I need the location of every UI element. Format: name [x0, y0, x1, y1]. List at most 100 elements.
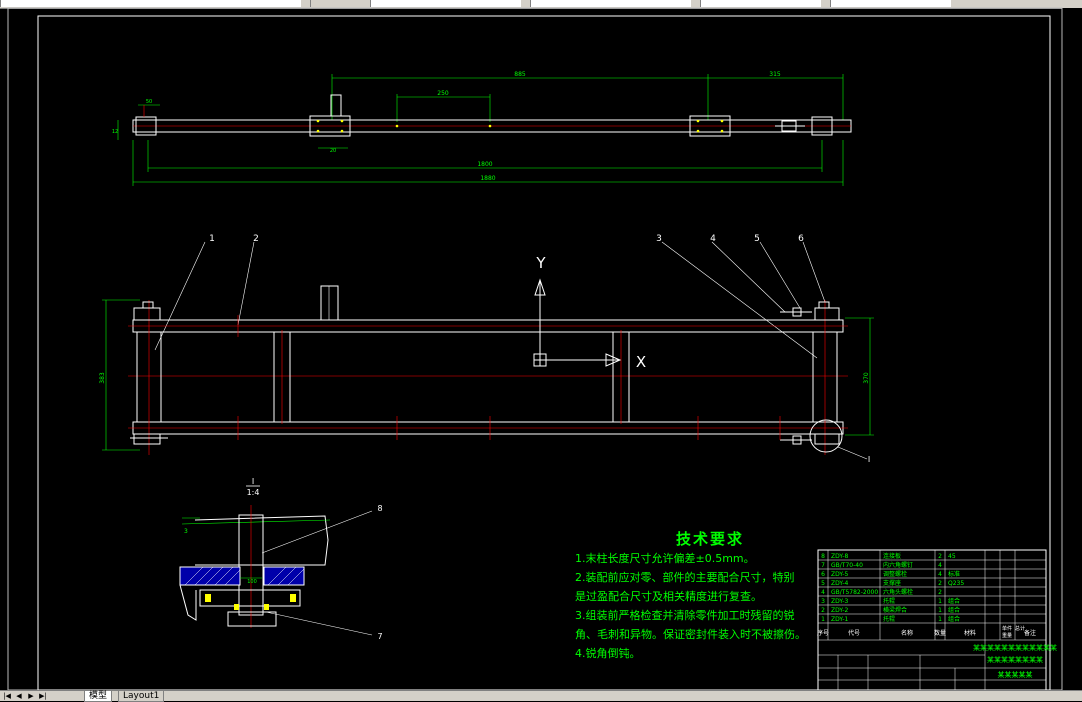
toolbar-combo-color[interactable]	[370, 0, 521, 7]
bom-header-no: 序号	[817, 629, 829, 637]
bom-cell-no: 6	[821, 571, 825, 578]
bom-cell-no: 4	[821, 589, 825, 596]
tech-line-2: 2.装配前应对零、部件的主要配合尺寸，特别	[575, 571, 795, 584]
balloon-2: 2	[253, 234, 259, 244]
dim-885: 885	[514, 71, 526, 78]
toolbar-combo-plotstyle[interactable]	[830, 0, 951, 7]
bom-cell-code: GB/T5782-2000	[831, 589, 878, 596]
balloon-4: 4	[710, 234, 716, 244]
layout-tab-bar: |◀ ◀ ▶ ▶| 模型 Layout1	[0, 690, 1082, 702]
detail-ref-label: I	[868, 455, 870, 464]
dim-left-height: 383	[99, 372, 106, 384]
balloon-1: 1	[209, 234, 215, 244]
tech-line-1: 1.末柱长度尺寸允许偏差±0.5mm。	[575, 552, 755, 565]
dim-20: 20	[330, 148, 336, 154]
bom-cell-no: 1	[821, 616, 825, 623]
bom-cell-name: 托辊	[883, 615, 895, 623]
bom-header-mat: 材料	[964, 629, 976, 637]
detail-balloon-8: 8	[377, 504, 382, 513]
bom-cell-name: 连接板	[883, 552, 901, 560]
bom-cell-name: 横梁焊合	[883, 606, 907, 614]
detail-view: I 1:4 3	[179, 477, 383, 641]
vertical-scrollbar[interactable]	[1062, 8, 1082, 690]
dim-250: 250	[437, 90, 449, 97]
bom-cell-qty: 2	[938, 589, 942, 596]
bom-cell-qty: 4	[938, 562, 942, 569]
toolbar-combo-lineweight[interactable]	[700, 0, 821, 7]
ucs-x-label: X	[636, 353, 646, 371]
bom-cell-mat: Q235	[948, 580, 964, 587]
balloon-6: 6	[798, 234, 804, 244]
tech-line-5: 角、毛刺和异物。保证密封件装入时不被擦伤。	[575, 628, 806, 641]
tech-line-4: 3.组装前严格检查并清除零件加工时残留的锐	[575, 609, 795, 622]
tech-title: 技术要求	[675, 530, 744, 548]
bom-cell-qty: 1	[938, 598, 942, 605]
bom-cell-mat: 组合	[948, 606, 960, 614]
bom-cell-qty: 1	[938, 607, 942, 614]
detail-balloon-7: 7	[377, 632, 382, 641]
detail-scale: 1:4	[247, 488, 260, 497]
dim-1880: 1880	[480, 175, 495, 182]
dim-1800: 1800	[477, 161, 492, 168]
bom-cell-code: ZDY-1	[831, 616, 849, 623]
bom-cell-qty: 2	[938, 553, 942, 560]
toolbar-icons[interactable]	[310, 0, 359, 7]
toolbar-combo-layer[interactable]	[0, 0, 301, 7]
bom-cell-qty: 2	[938, 580, 942, 587]
tab-prev-icon[interactable]: ◀	[16, 692, 22, 700]
bom-cell-code: ZDY-4	[831, 580, 849, 587]
dim-50: 50	[146, 99, 152, 105]
bom-cell-name: 内六角螺钉	[883, 561, 913, 569]
balloon-3: 3	[656, 234, 662, 244]
tab-last-icon[interactable]: ▶|	[39, 692, 47, 700]
tech-line-6: 4.锐角倒钝。	[575, 647, 641, 660]
ucs-y-label: Y	[535, 254, 546, 272]
bom-cell-mat: 标准	[948, 570, 960, 578]
bom-cell-code: ZDY-2	[831, 607, 849, 614]
dim-12: 12	[112, 129, 118, 135]
bom-header-qty: 数量	[934, 629, 946, 637]
dim-right-height: 370	[863, 372, 870, 384]
bom-cell-no: 7	[821, 562, 825, 569]
ucs-icon	[533, 278, 622, 367]
title-line-2: 某某某某某某某某	[987, 656, 1043, 664]
bom-header-name: 名称	[901, 629, 913, 637]
tab-first-icon[interactable]: |◀	[3, 692, 11, 700]
bom-header-note: 备注	[1024, 629, 1036, 637]
bom-cell-code: ZDY-3	[831, 598, 849, 605]
bom-cell-name: 调整螺栓	[883, 570, 907, 578]
bom-cell-no: 2	[821, 607, 825, 614]
bom-cell-no: 5	[821, 580, 825, 587]
bom-header-code: 代号	[848, 629, 860, 637]
title-line-1: 某某某某某某某某某某某某	[973, 644, 1057, 652]
detail-dim-mid: 100	[247, 579, 257, 585]
bom-cell-name: 托辊	[883, 597, 895, 605]
bom-cell-code: GB/T70-40	[831, 562, 863, 569]
bom-cell-qty: 1	[938, 616, 942, 623]
tech-line-3: 是过盈配合尺寸及相关精度进行复查。	[575, 590, 762, 603]
bom-header-wt2: 总计	[1015, 625, 1025, 632]
title-line-3: 某某某某某	[998, 671, 1033, 679]
tab-model[interactable]: 模型	[84, 691, 113, 702]
bom-cell-mat: 组合	[948, 615, 960, 623]
tab-next-icon[interactable]: ▶	[28, 692, 34, 700]
top-view: 885 315 250 50 1800 1880 12 20	[112, 71, 852, 186]
bom-header-wt-label: 重量	[1002, 632, 1012, 639]
bom-header-wt1: 单件	[1002, 625, 1012, 632]
technical-requirements: 技术要求 1.末柱长度尺寸允许偏差±0.5mm。 2.装配前应对零、部件的主要配…	[575, 530, 815, 663]
bom-cell-code: ZDY-8	[831, 553, 849, 560]
dim-315: 315	[769, 71, 781, 78]
tab-layout1[interactable]: Layout1	[118, 691, 165, 702]
bom-cell-no: 8	[821, 553, 825, 560]
bom-cell-qty: 4	[938, 571, 942, 578]
toolbar-combo-linetype[interactable]	[530, 0, 691, 7]
bom-cell-name: 六角头螺栓	[883, 588, 913, 596]
sheet-outer-border	[7, 7, 1063, 691]
detail-label: I	[252, 477, 254, 486]
bom-cell-name: 支撑座	[883, 579, 901, 587]
bom-cell-mat: 45	[948, 553, 956, 560]
bom-cell-mat: 组合	[948, 597, 960, 605]
